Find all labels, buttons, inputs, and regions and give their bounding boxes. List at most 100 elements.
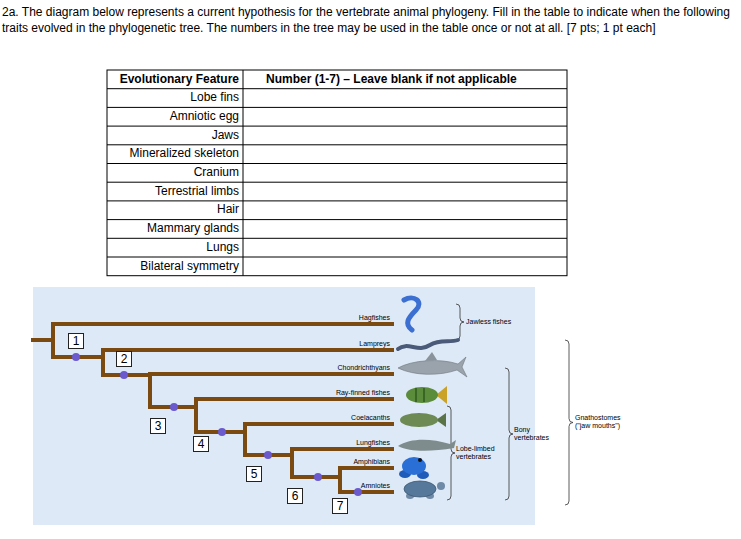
table-row-line — [107, 219, 567, 220]
callout-number: 7 — [337, 499, 344, 513]
table-row-line — [107, 238, 567, 239]
question-text: 2a. The diagram below represents a curre… — [2, 5, 738, 36]
callout-number: 3 — [155, 419, 162, 433]
tree-branch — [33, 338, 53, 342]
tree-branch — [194, 399, 198, 432]
table-cell: Terrestrial limbs — [107, 185, 239, 199]
tree-branch — [340, 466, 392, 470]
tree-branch — [103, 348, 392, 352]
table-cell: Jaws — [107, 129, 239, 143]
table-cell: Mineralized skeleton — [107, 147, 239, 161]
callout-number: 6 — [292, 489, 299, 503]
branch-point-dot — [170, 403, 178, 411]
shark-drawing — [398, 352, 467, 377]
branch-point-dot — [314, 473, 322, 481]
tree-panel — [33, 287, 535, 525]
callout-number: 4 — [198, 437, 205, 451]
table-row-line — [107, 107, 567, 108]
callout-number: 2 — [121, 352, 128, 366]
group-label: Gnathostomes ("jaw mouths") — [575, 414, 631, 430]
table-border — [107, 70, 567, 276]
table-row-line — [107, 88, 567, 89]
tree-branch — [53, 322, 392, 326]
table-row-line — [107, 257, 567, 258]
node-dots — [72, 353, 362, 496]
lamprey-body — [398, 340, 458, 349]
tree-branch — [51, 324, 55, 357]
callout-number-box: 6 — [287, 488, 303, 504]
taxon-label: Coelacanths — [300, 414, 390, 422]
branch-point-dot — [218, 428, 226, 436]
callout-number: 5 — [251, 467, 258, 481]
branch-point-dot — [264, 451, 272, 459]
callout-number-box: 1 — [68, 333, 84, 349]
tree-branch — [196, 397, 392, 401]
tree-branch — [150, 372, 392, 376]
taxon-label: Amphibians — [300, 458, 390, 466]
taxon-label: Hagfishes — [300, 314, 390, 322]
group-brackets — [447, 304, 573, 505]
turtle-head — [437, 482, 445, 490]
tree-branch — [148, 374, 152, 407]
group-bracket — [456, 304, 464, 340]
tree-branches — [33, 324, 392, 492]
table-grid — [107, 70, 567, 276]
table-row-line — [107, 200, 567, 201]
group-label: Lobe-limbed vertebrates — [456, 445, 502, 461]
taxon-label: Lungfishes — [300, 439, 390, 447]
table-row-line — [107, 163, 567, 164]
coelacanth-body — [400, 413, 438, 427]
table-header: Number (1-7) – Leave blank if not applic… — [266, 73, 564, 87]
table-column-line — [243, 70, 244, 276]
tree-branch — [290, 449, 294, 477]
turtle-shell — [404, 481, 436, 497]
callout-number-box: 3 — [150, 418, 166, 434]
tree-branch — [338, 468, 342, 492]
group-label: Jawless fishes — [466, 318, 536, 326]
lungfish-drawing — [398, 440, 456, 451]
group-label: Bony vertebrates — [514, 426, 554, 442]
callout-number-box: 7 — [332, 498, 348, 514]
tree-branch — [243, 424, 247, 455]
table-cell: Bilateral symmetry — [107, 260, 239, 274]
branch-point-dot — [72, 353, 80, 361]
ray-finned-fish-drawing — [406, 386, 447, 404]
frog-eye — [418, 458, 422, 462]
callout-number-box: 5 — [246, 466, 262, 482]
group-bracket — [505, 368, 513, 500]
branch-point-dot — [354, 488, 362, 496]
taxon-label: Lampreys — [300, 340, 390, 348]
tree-branch — [340, 490, 392, 494]
table-row-line — [107, 126, 567, 127]
table-cell: Hair — [107, 203, 239, 217]
tree-branch — [245, 422, 392, 426]
tree-branch — [292, 447, 392, 451]
coelacanth-drawing — [400, 413, 446, 427]
table-header: Evolutionary Feature — [107, 73, 239, 87]
table-cell: Amniotic egg — [107, 110, 239, 124]
shark-fin — [425, 352, 437, 361]
taxon-label: Chondrichthyans — [300, 364, 390, 372]
frog-drawing — [399, 457, 429, 479]
table-row-line — [107, 182, 567, 183]
hagfish-drawing — [404, 298, 419, 330]
callout-number-box: 2 — [116, 351, 132, 367]
lungfish-body — [398, 440, 456, 451]
table-cell: Mammary glands — [107, 222, 239, 236]
branch-point-dot — [120, 371, 128, 379]
callout-number: 1 — [73, 334, 80, 348]
callout-number-box: 4 — [193, 436, 209, 452]
table-row-line — [107, 144, 567, 145]
taxon-label: Ray-finned fishes — [300, 389, 390, 397]
group-bracket — [447, 406, 455, 500]
table-cell: Lobe fins — [107, 91, 239, 105]
table-cell: Lungs — [107, 241, 239, 255]
tree-branch — [101, 350, 105, 375]
frog-body — [402, 457, 426, 475]
taxon-label: Amniotes — [300, 482, 390, 490]
table-cell: Cranium — [107, 166, 239, 180]
lamprey-drawing — [398, 340, 458, 349]
hagfish-body — [404, 298, 419, 330]
fish-stripes — [416, 388, 424, 402]
